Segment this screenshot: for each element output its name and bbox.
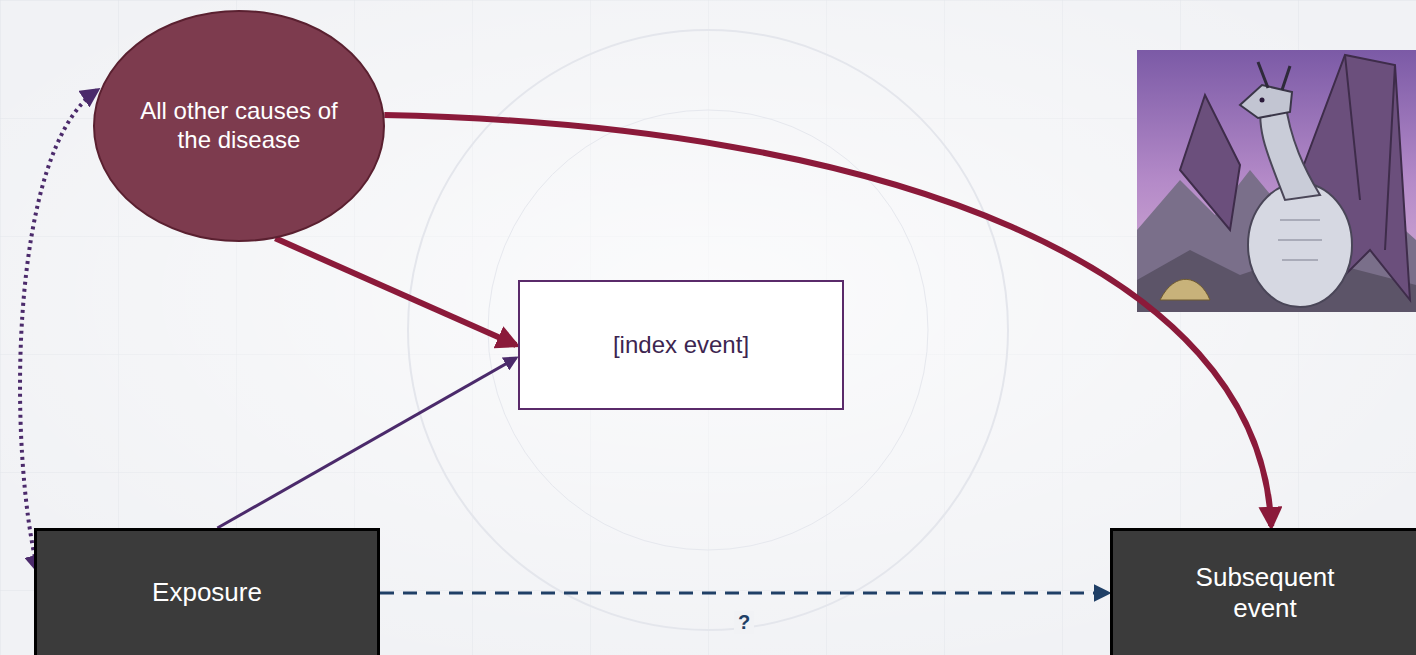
connector-arrow	[20, 90, 97, 571]
connector-arrow	[217, 358, 516, 528]
edge-label: ?	[734, 611, 754, 634]
connector-arrow	[380, 592, 1108, 595]
node-text: Exposure	[152, 577, 262, 608]
cause-ellipse: All other causes of the disease	[93, 10, 385, 242]
connector-arrow	[384, 115, 1271, 526]
node-text: All other causes of the disease	[139, 97, 339, 155]
node-text: Subsequent event	[1165, 562, 1365, 624]
event-box: [index event]	[518, 280, 844, 410]
node-text: [index event]	[613, 331, 749, 360]
outcome-box: Subsequent event	[1110, 528, 1416, 655]
connector-arrow	[275, 238, 516, 345]
exposure-box: Exposure	[34, 528, 380, 655]
